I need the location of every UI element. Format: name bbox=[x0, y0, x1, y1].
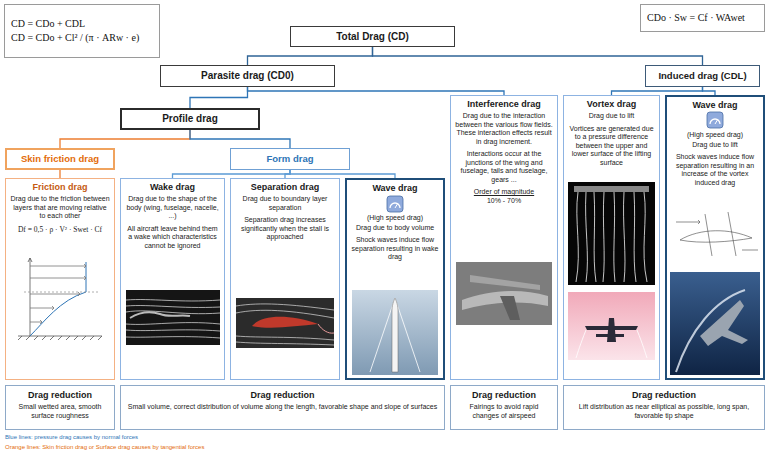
reduction-box: Drag reductionSmall volume, correct dist… bbox=[120, 385, 445, 430]
node-text: (High speed drag) bbox=[671, 131, 759, 140]
footnote: Orange lines: Skin friction drag or Surf… bbox=[5, 443, 204, 451]
node-heading: Separation drag bbox=[235, 182, 335, 193]
node-heading: Profile drag bbox=[162, 113, 218, 125]
speed-icon bbox=[387, 196, 403, 212]
node-text: (High speed drag) bbox=[351, 214, 439, 223]
node-text: Drag due to lift bbox=[671, 141, 759, 150]
node-heading: Vortex drag bbox=[568, 99, 655, 110]
tree-connector bbox=[248, 87, 505, 95]
node-heading: Skin friction drag bbox=[21, 153, 99, 165]
node-text: Df = 0,5 · ρ · V² · Swet · Cf bbox=[10, 225, 110, 234]
node-text: Shock waves induce flow separation resul… bbox=[351, 236, 439, 262]
node-heading: Wake drag bbox=[125, 182, 220, 193]
tree-connector bbox=[173, 170, 291, 178]
category-box: Skin friction drag bbox=[5, 148, 115, 170]
interference-photo bbox=[456, 262, 552, 325]
tree-connector bbox=[60, 130, 190, 148]
category-box: Profile drag bbox=[120, 108, 260, 130]
tree-connector bbox=[703, 87, 716, 95]
node-heading: CDo · Sw = Cf · WAwet bbox=[647, 11, 758, 25]
drag-column: Separation dragDrag due to boundary laye… bbox=[230, 178, 340, 380]
category-box: Total Drag (CD) bbox=[290, 26, 455, 47]
tree-connector bbox=[190, 130, 290, 148]
node-text: Shock waves induce flow separation resul… bbox=[671, 153, 759, 187]
tree-connector bbox=[248, 47, 373, 65]
node-heading: Friction drag bbox=[10, 182, 110, 193]
node-text: Drag due to lift bbox=[568, 112, 655, 121]
tree-connector bbox=[285, 170, 290, 178]
node-text: Drag due to the interaction between the … bbox=[455, 112, 553, 146]
node-text: Order of magnitude bbox=[455, 188, 553, 197]
drag-column: Friction dragDrag due to the friction be… bbox=[5, 178, 115, 380]
formula-box: CDo · Sw = Cf · WAwet bbox=[640, 4, 765, 32]
node-heading: Drag reduction bbox=[456, 390, 552, 401]
tree-connector bbox=[290, 170, 395, 178]
node-text: Lift distribution as near elliptical as … bbox=[569, 403, 759, 420]
node-text: 10% - 70% bbox=[455, 197, 553, 206]
node-text: Drag due to the friction between layers … bbox=[10, 195, 110, 221]
drag-column: Vortex dragDrag due to liftVortices are … bbox=[563, 95, 660, 380]
category-box: Induced drag (CDL) bbox=[645, 65, 760, 87]
node-text: Drag due to body volume bbox=[351, 224, 439, 233]
node-heading: Induced drag (CDL) bbox=[658, 70, 746, 82]
drag-column: Interference dragDrag due to the interac… bbox=[450, 95, 558, 380]
node-text: Interactions occur at the junctions of t… bbox=[455, 150, 553, 184]
node-text: Fairings to avoid rapid changes of airsp… bbox=[456, 403, 552, 420]
speed-icon bbox=[707, 112, 723, 128]
shock-sketch bbox=[670, 205, 760, 265]
footnote: Blue lines: pressure drag causes by norm… bbox=[5, 433, 138, 441]
vortex-photo bbox=[568, 182, 655, 285]
node-heading: Total Drag (CD) bbox=[336, 31, 409, 43]
separation-photo bbox=[236, 298, 334, 348]
landing-photo bbox=[568, 292, 655, 360]
boundary-layer-sketch bbox=[18, 258, 102, 340]
node-text: Drag due to the shape of the body (wing,… bbox=[125, 195, 220, 221]
drag-column: Wave drag (High speed drag)Drag due to bo… bbox=[345, 178, 445, 380]
tree-connector bbox=[373, 47, 703, 65]
jet-photo bbox=[670, 272, 760, 375]
node-heading: Drag reduction bbox=[11, 390, 109, 401]
drag-column: Wave drag (High speed drag)Drag due to li… bbox=[665, 95, 765, 380]
drag-column: Wake dragDrag due to the shape of the bo… bbox=[120, 178, 225, 380]
node-heading: Form drag bbox=[267, 153, 314, 165]
reduction-box: Drag reductionSmall wetted area, smooth … bbox=[5, 385, 115, 430]
node-text: Separation drag increases significantly … bbox=[235, 216, 335, 242]
node-text: Vortices are generated due to a pressure… bbox=[568, 125, 655, 168]
wake-photo bbox=[126, 290, 220, 345]
node-heading: Interference drag bbox=[455, 99, 553, 110]
node-heading: Drag reduction bbox=[569, 390, 759, 401]
reduction-box: Drag reductionLift distribution as near … bbox=[563, 385, 765, 430]
node-heading: Drag reduction bbox=[126, 390, 439, 401]
tree-connector bbox=[59, 170, 60, 178]
node-heading: Wave drag bbox=[671, 100, 759, 111]
node-text: Small volume, correct distribution of vo… bbox=[126, 403, 439, 412]
tree-connector bbox=[190, 87, 248, 108]
node-heading: Wave drag bbox=[351, 183, 439, 194]
category-box: Parasite drag (CD0) bbox=[160, 65, 335, 87]
node-text: All aircraft leave behind them a wake wh… bbox=[125, 225, 220, 251]
wave-photo bbox=[352, 290, 438, 375]
node-text: Drag due to boundary layer separation bbox=[235, 195, 335, 212]
reduction-box: Drag reductionFairings to avoid rapid ch… bbox=[450, 385, 558, 430]
node-text: Small wetted area, smooth surface roughn… bbox=[11, 403, 109, 420]
node-text: CD = CDo + Cl² / (π · ARw · e) bbox=[11, 31, 153, 45]
node-heading: CD = CDo + CDL bbox=[11, 17, 153, 31]
category-box: Form drag bbox=[230, 148, 350, 170]
tree-connector bbox=[612, 87, 703, 95]
formula-box: CD = CDo + CDLCD = CDo + Cl² / (π · ARw … bbox=[4, 4, 160, 58]
node-heading: Parasite drag (CD0) bbox=[201, 70, 294, 82]
